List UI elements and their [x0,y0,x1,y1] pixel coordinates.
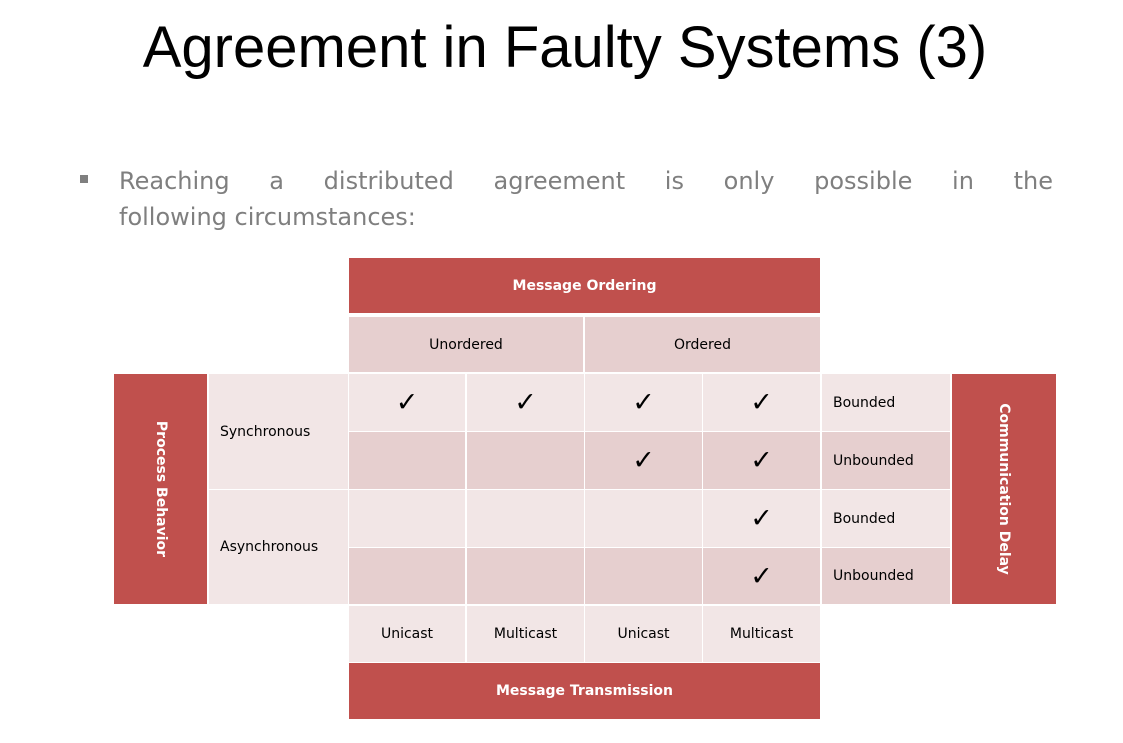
delay-label: Bounded [822,374,950,431]
ordering-ordered: Ordered [585,317,820,372]
transmission-label: Multicast [703,606,820,662]
process-behavior-text: Process Behavior [152,420,169,558]
communication-delay-text: Communication Delay [996,403,1012,575]
grid-cell: ✓ [703,490,820,547]
delay-label: Unbounded [822,548,950,604]
grid-cell [349,490,465,547]
ordering-unordered: Unordered [349,317,583,372]
grid-cell [467,548,584,604]
grid-cell: ✓ [703,432,820,489]
process-behavior-label: Process Behavior [114,374,207,604]
check-icon: ✓ [632,445,655,476]
slide-title: Agreement in Faulty Systems (3) [142,15,988,80]
transmission-label: Unicast [349,606,465,662]
transmission-label: Multicast [467,606,584,662]
bullet-text-line-1: Reaching a distributed agreement is only… [119,167,1053,195]
process-synchronous: Synchronous [209,374,348,489]
delay-label: Unbounded [822,432,950,489]
bullet-text-line-2: following circumstances: [119,203,416,231]
check-icon: ✓ [750,445,773,476]
check-icon: ✓ [750,387,773,418]
grid-cell: ✓ [703,548,820,604]
grid-cell: ✓ [467,374,584,431]
check-icon: ✓ [395,387,419,418]
check-icon: ✓ [750,503,773,534]
grid-cell [467,432,584,489]
grid-cell [349,432,465,489]
grid-cell: ✓ [349,374,465,431]
transmission-label: Unicast [585,606,702,662]
grid-cell: ✓ [585,374,702,431]
check-icon: ✓ [632,387,655,418]
grid-cell [585,490,702,547]
communication-delay-label: Communication Delay [952,374,1056,604]
bullet-marker [80,175,88,183]
grid-cell: ✓ [703,374,820,431]
check-icon: ✓ [514,387,537,418]
process-asynchronous: Asynchronous [209,490,348,604]
grid-cell [467,490,584,547]
delay-label: Bounded [822,490,950,547]
grid-cell [349,548,465,604]
check-icon: ✓ [750,560,773,592]
message-transmission-header: Message Transmission [349,663,820,719]
grid-cell: ✓ [585,432,702,489]
message-ordering-header: Message Ordering [349,258,820,313]
grid-cell [585,548,702,604]
